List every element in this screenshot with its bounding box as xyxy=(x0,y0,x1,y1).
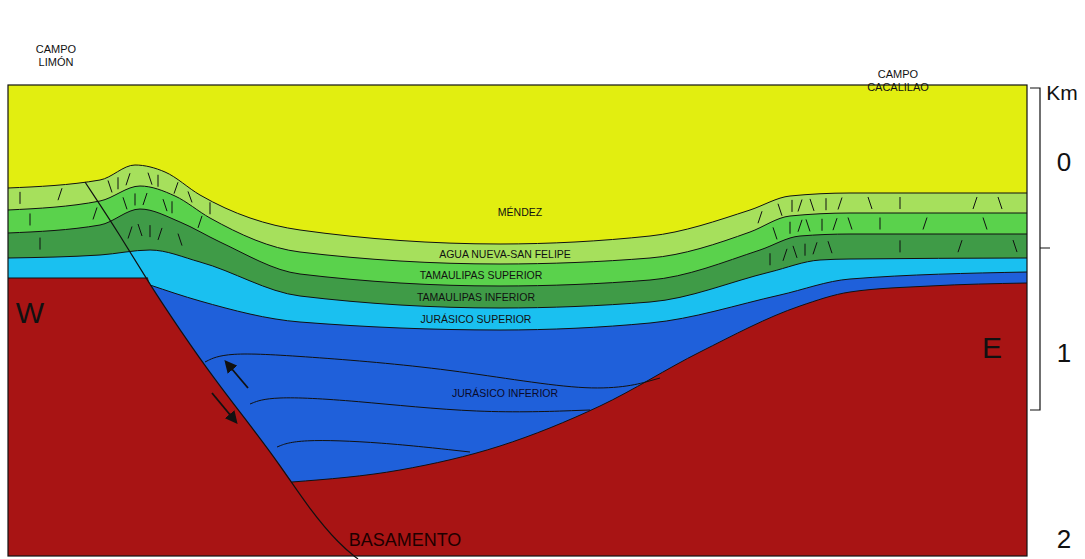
fracture-tick xyxy=(773,227,777,239)
fracture-tick xyxy=(128,227,132,239)
fracture-tick xyxy=(828,241,832,253)
layer-name: JURÁSICO SUPERIOR xyxy=(421,313,532,325)
fracture-tick xyxy=(958,240,962,252)
fracture-tick xyxy=(798,220,802,232)
fracture-tick xyxy=(93,207,97,219)
fracture-tick xyxy=(923,218,927,230)
layer-label: TAMAULIPAS SUPERIOR xyxy=(416,268,547,282)
fracture-tick xyxy=(198,216,202,228)
layer-boundary xyxy=(8,186,1027,264)
depth-scale xyxy=(1030,88,1050,410)
fracture-tick xyxy=(900,197,901,209)
layer-label: TAMAULIPAS INFERIOR xyxy=(413,290,539,304)
fracture-tick xyxy=(158,175,159,187)
fracture-tick xyxy=(178,234,182,246)
layer-label: JURÁSICO INFERIOR xyxy=(448,386,562,400)
agua-nueva-layer xyxy=(8,165,1027,556)
layer-label: JURÁSICO SUPERIOR xyxy=(417,312,536,326)
fracture-tick xyxy=(138,224,142,236)
fracture-tick xyxy=(163,199,167,211)
fracture-tick xyxy=(810,199,814,211)
fracture-tick xyxy=(822,219,823,231)
fracture-tick xyxy=(798,200,802,212)
fracture-tick xyxy=(174,182,178,193)
layer-name: BASAMENTO xyxy=(349,530,462,551)
fracture-tick xyxy=(188,191,192,202)
fracture-tick xyxy=(848,218,852,230)
fracture-tick xyxy=(833,218,837,230)
fracture-tick xyxy=(40,238,41,250)
fracture-tick xyxy=(790,222,791,234)
direction-label: E xyxy=(450,331,1085,366)
mendez-layer xyxy=(8,85,1027,556)
tamaulipas-superior-layer xyxy=(8,186,1027,556)
layer-label: MÉNDEZ xyxy=(494,205,546,219)
fracture-tick xyxy=(172,201,173,213)
layer-label: AGUA NUEVA-SAN FELIPE xyxy=(435,247,575,261)
fracture-tick xyxy=(118,177,119,189)
fault-arrow xyxy=(212,393,236,422)
fracture-tick xyxy=(20,192,21,204)
fractures xyxy=(20,173,1017,266)
basement-block xyxy=(8,278,1027,556)
fracture-tick xyxy=(1013,240,1017,252)
depth-number: 0 xyxy=(522,148,1085,178)
layer-name: JURÁSICO INFERIOR xyxy=(452,387,558,399)
fracture-tick xyxy=(123,197,127,209)
fracture-tick xyxy=(150,225,151,237)
field-name: CAMPO LIMÓN xyxy=(20,43,92,68)
fracture-tick xyxy=(778,204,782,216)
fracture-tick xyxy=(998,197,1002,209)
fracture-tick xyxy=(880,218,881,230)
fracture-tick xyxy=(158,228,162,240)
depth-number: 2 xyxy=(522,526,1085,556)
layer-name: MÉNDEZ xyxy=(498,206,542,218)
fracture-tick xyxy=(806,219,810,231)
wedge-line xyxy=(250,398,590,412)
layer-boundary xyxy=(150,272,1027,330)
section-frame xyxy=(8,85,1027,556)
fracture-tick xyxy=(783,249,787,261)
fracture-tick xyxy=(135,193,136,205)
fracture-tick xyxy=(983,218,987,230)
layer-name: TAMAULIPAS INFERIOR xyxy=(417,291,535,303)
basement-label: BASAMENTO xyxy=(345,529,466,552)
layer-name: AGUA NUEVA-SAN FELIPE xyxy=(439,248,571,260)
layer-boundary xyxy=(8,165,1027,244)
fracture-tick xyxy=(58,188,62,200)
fracture-tick xyxy=(868,197,872,209)
wedge-line xyxy=(277,441,470,452)
layer-name: TAMAULIPAS SUPERIOR xyxy=(420,269,543,281)
layer-boundary xyxy=(8,278,148,279)
fault-line xyxy=(85,182,358,559)
fracture-tick xyxy=(793,246,797,258)
fracture-tick xyxy=(126,173,130,185)
fracture-tick xyxy=(148,173,152,185)
fracture-tick xyxy=(770,253,771,265)
fracture-tick xyxy=(108,180,112,192)
layer-boundary xyxy=(292,283,1027,482)
fracture-tick xyxy=(805,244,806,256)
field-name: CAMPO CACALILAO xyxy=(852,69,944,94)
fracture-tick xyxy=(210,202,211,214)
fracture-tick xyxy=(838,198,842,210)
unit-label: Km xyxy=(520,80,1085,104)
fracture-tick xyxy=(826,198,827,210)
direction-label: W xyxy=(0,296,573,331)
jurasico-superior-layer xyxy=(8,250,1027,556)
wedge-line xyxy=(205,354,660,388)
fault-arrow xyxy=(226,362,248,388)
fracture-tick xyxy=(143,193,147,205)
fracture-tick xyxy=(900,240,901,252)
fracture-tick xyxy=(758,211,762,223)
fracture-tick xyxy=(792,200,793,212)
fracture-tick xyxy=(973,197,977,209)
fracture-tick xyxy=(813,242,817,254)
tamaulipas-inferior-layer xyxy=(8,209,1027,556)
fracture-tick xyxy=(30,213,31,225)
layer-boundary xyxy=(8,209,1027,286)
